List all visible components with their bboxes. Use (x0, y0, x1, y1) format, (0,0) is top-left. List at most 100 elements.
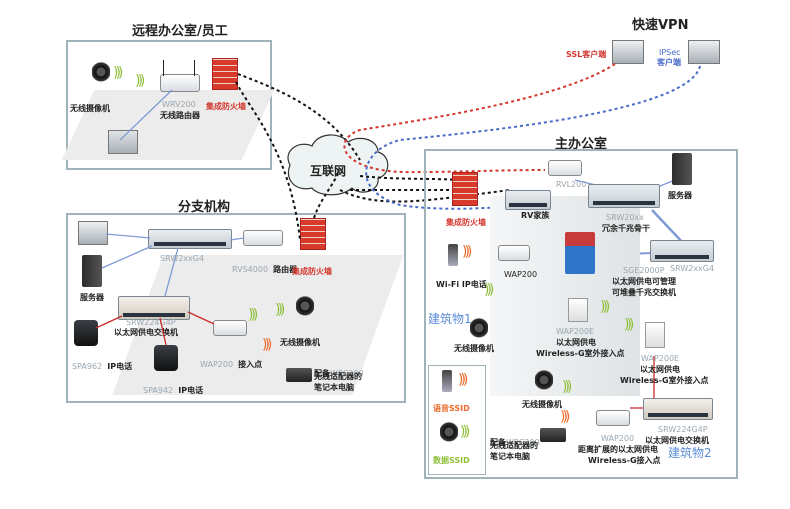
building1-label: 建筑物1 (428, 312, 472, 326)
ipsec-client-label-2: 客户端 (657, 58, 681, 67)
remote-firewall-label: 集成防火墙 (206, 102, 246, 111)
branch-poe-switch-model: SRW224G4P (126, 318, 176, 327)
branch-ap-label-group: WAP200 接入点 (200, 352, 262, 371)
wap-b2-model: WAP200 (601, 434, 635, 443)
wap200e-1-line2: Wireless-G室外接入点 (536, 349, 625, 358)
rvl200-model: RVL200 (556, 180, 587, 189)
laptop-icon (286, 368, 312, 382)
branch-ap-model: WAP200 (200, 360, 234, 369)
wireless-signal-icon: ))) (562, 379, 573, 395)
wireless-signal-icon: ))) (113, 65, 124, 81)
srw2xxg4-switch-icon (650, 240, 714, 262)
main-server-label: 服务器 (668, 191, 692, 200)
camera1-label: 无线摄像机 (454, 344, 494, 353)
branch-wap200-icon (213, 320, 247, 336)
lan-link (229, 237, 245, 241)
phone1-label: IP电话 (107, 362, 133, 371)
building-shape (490, 196, 640, 396)
antenna-icon (194, 60, 195, 76)
firewall-icon (300, 218, 326, 250)
laptop-model: WPC200 (330, 369, 364, 378)
laptop-prefix: 配备 (314, 369, 330, 378)
wap200e-1-model: WAP200E (556, 327, 595, 336)
branch-router-label-group: RVS4000 路由器 (232, 257, 297, 276)
wrv200-router-icon (160, 74, 200, 92)
wireless-camera-icon (470, 318, 488, 340)
ssl-client-label: SSL客户端 (566, 50, 607, 59)
poe-link (95, 315, 123, 329)
backbone-link (651, 209, 686, 246)
internet-label: 互联网 (310, 164, 347, 178)
wireless-signal-icon: ))) (624, 317, 635, 333)
wap200-range-ext-icon (596, 410, 630, 426)
poe-link (159, 317, 167, 346)
sge-model: SGE2000P (623, 266, 665, 275)
ip-phone-icon (74, 320, 98, 346)
wifi-phone-icon (448, 244, 458, 266)
wap200e-2-line1: 以太网供电 (640, 365, 680, 374)
ipsec-client-pc-icon (688, 40, 720, 64)
wireless-signal-icon: ))) (262, 337, 273, 353)
wireless-signal-icon: ))) (484, 282, 495, 298)
phone2-label-group: SPA942 IP电话 (143, 378, 203, 397)
srw20xx-switch-icon (588, 184, 660, 208)
branch-server-label: 服务器 (80, 293, 104, 302)
remote-vpn-link (235, 81, 301, 241)
branch-laptop-label-group: 配备WPC200 (314, 361, 364, 380)
ip-phone-icon (154, 345, 178, 371)
remote-camera-label: 无线摄像机 (70, 104, 110, 113)
wireless-signal-icon: ))) (460, 424, 471, 440)
core-switch-model: SRW20xx (606, 213, 644, 222)
main-laptop-line3: 笔记本电脑 (490, 452, 530, 461)
main-server-icon (672, 153, 692, 185)
wireless-signal-icon: ))) (275, 302, 286, 318)
desktop-pc-icon (108, 130, 138, 154)
wireless-camera-icon (296, 296, 314, 318)
srw2xxg4-model: SRW2xxG4 (670, 264, 715, 273)
rvl200-router-icon (548, 160, 582, 176)
wireless-camera-icon (535, 370, 553, 392)
data-ssid-label: 数据SSID (433, 456, 470, 465)
remote-vpn-link (237, 73, 361, 161)
wireless-signal-icon: ))) (248, 307, 259, 323)
branch-router-label: 路由器 (273, 265, 298, 274)
branch-pc-icon (78, 221, 108, 245)
remote-router-model: WRV200 (162, 100, 196, 109)
antenna-icon (163, 60, 164, 76)
wap200e-2-line2: Wireless-G室外接入点 (620, 376, 709, 385)
poe-link (187, 311, 215, 325)
voice-phone-icon (442, 370, 452, 392)
main-office-title: 主办公室 (555, 137, 608, 152)
wap-b2-line2: Wireless-G接入点 (588, 456, 661, 465)
branch-switch-icon (148, 229, 232, 249)
wireless-signal-icon: ))) (462, 244, 473, 260)
lan-link (164, 247, 179, 297)
wap200e-icon (568, 298, 588, 322)
remote-router-label: 无线路由器 (160, 111, 200, 120)
main-laptop-label-group: 配备WPC200 (490, 430, 540, 449)
lan-link (105, 233, 151, 239)
wireless-signal-icon: ))) (135, 73, 146, 89)
ipsec-vpn-link (365, 65, 701, 210)
wireless-signal-icon: ))) (600, 299, 611, 315)
main-vpn-link (339, 189, 511, 203)
branch-poe-switch-icon (118, 296, 190, 320)
sge-line1: 以太网供电可管理 (612, 277, 676, 286)
sge-line2: 可堆叠千兆交换机 (612, 288, 676, 297)
wap200e-1-line1: 以太网供电 (556, 338, 596, 347)
phone1-label-group: SPA962 IP电话 (72, 354, 132, 373)
phone1-model: SPA962 (72, 362, 103, 371)
branch-server-icon (82, 255, 102, 287)
firewall-icon (452, 172, 478, 206)
firewall-icon (212, 58, 238, 90)
ssl-client-pc-icon (612, 40, 644, 64)
main-poe-switch-model: SRW224G4P (658, 425, 708, 434)
branch-firewall-label: 集成防火墙 (292, 267, 332, 276)
rv-family-router-icon (505, 190, 551, 210)
ipsec-client-label-1: IPSec (659, 48, 681, 57)
branch-router-model: RVS4000 (232, 265, 269, 274)
wireless-signal-icon: ))) (560, 409, 571, 425)
wireless-camera-icon (92, 62, 110, 84)
ssid-legend-panel (428, 365, 486, 475)
